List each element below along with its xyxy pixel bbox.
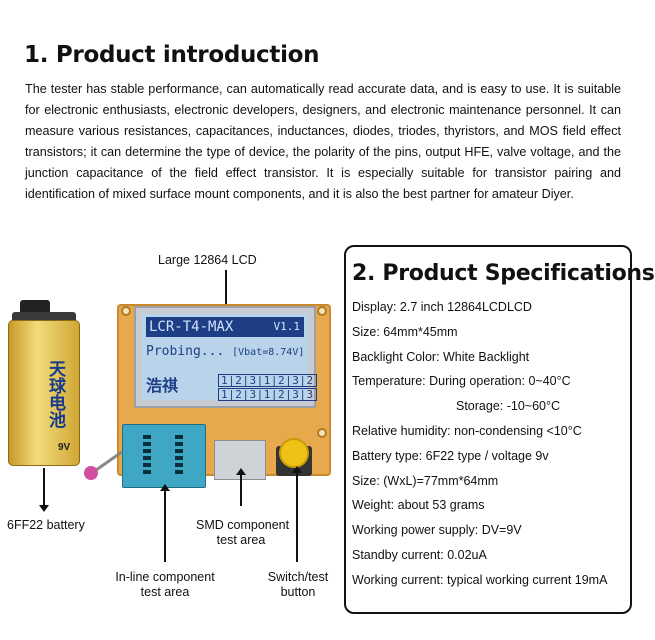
intro-paragraph: The tester has stable performance, can a… [25,82,621,201]
battery-clip [20,300,50,314]
label-inline-line1: In-line component [115,570,215,584]
lcd-vbat: [Vbat=8.74V] [232,347,305,358]
spec-row: Working current: typical working current… [352,572,608,587]
lcd-probing: Probing... [146,344,225,359]
screw [121,306,131,316]
label-switch-line2: button [280,585,316,599]
label-lcd: Large 12864 LCD [158,253,257,267]
spec-row: Temperature: During operation: 0~40°C [352,374,571,389]
lcd-module: LCR-T4-MAX V1.1 Probing... [Vbat=8.74V] … [134,306,317,408]
spec-row: Weight: about 53 grams [352,498,485,513]
specifications-heading: 2. Product Specifications [352,261,655,286]
lcd-status-line: Probing... [Vbat=8.74V] [146,344,304,359]
spec-row: Size: (WxL)=77mm*64mm [352,473,499,488]
screw [317,428,327,438]
battery-image [8,320,80,466]
arrow-smd [236,468,246,506]
label-battery: 6FF22 battery [7,518,85,532]
specifications-list: Display: 2.7 inch 12864LCDLCD Size: 64mm… [352,295,607,593]
zif-slot [143,435,151,477]
zif-socket [122,424,206,488]
lcd-digits-row: 1|2|3|1|2|3|2 [218,374,317,387]
zif-lever-knob [84,466,98,480]
label-switch-line1: Switch/test [267,570,329,584]
intro-heading: 1. Product introduction [24,42,320,68]
battery-voltage: 9V [58,442,71,453]
spec-row: Working power supply: DV=9V [352,523,522,538]
spec-row: Display: 2.7 inch 12864LCDLCD [352,300,532,314]
label-smd-line2: test area [216,533,266,547]
arrow-battery [39,468,49,512]
label-switch: Switch/test button [262,570,334,600]
lcd-brand: 浩祺 [146,376,179,395]
spec-row: Size: 64mm*45mm [352,324,458,339]
zif-slot [175,435,183,477]
specifications-box: 2. Product Specifications Display: 2.7 i… [344,245,655,614]
lcd-title-bar: LCR-T4-MAX V1.1 [146,317,304,337]
arrow-inline [160,484,170,562]
lcd-digits: 1|2|3|1|2|3|2 1|2|3|1|2|3|3 [218,374,317,402]
lcd-digits-row: 1|2|3|1|2|3|3 [218,388,317,401]
test-button [279,438,309,468]
spec-row: Relative humidity: non-condensing <10°C [352,423,582,438]
lcd-version: V1.1 [273,320,301,333]
label-inline: In-line component test area [114,570,216,600]
lcd-screen: LCR-T4-MAX V1.1 Probing... [Vbat=8.74V] … [142,314,317,401]
spec-row: Standby current: 0.02uA [352,547,487,562]
label-inline-line2: test area [140,585,190,599]
spec-row: Battery type: 6F22 type / voltage 9v [352,448,549,463]
arrow-switch [292,466,302,562]
screw [317,306,327,316]
lcd-title: LCR-T4-MAX [149,319,234,335]
spec-row: Storage: -10~60°C [456,399,561,414]
battery-brand: 天球电池 [46,360,65,428]
spec-row: Backlight Color: White Backlight [352,349,530,364]
label-smd-line1: SMD component [196,518,290,532]
label-smd: SMD component test area [196,518,290,548]
